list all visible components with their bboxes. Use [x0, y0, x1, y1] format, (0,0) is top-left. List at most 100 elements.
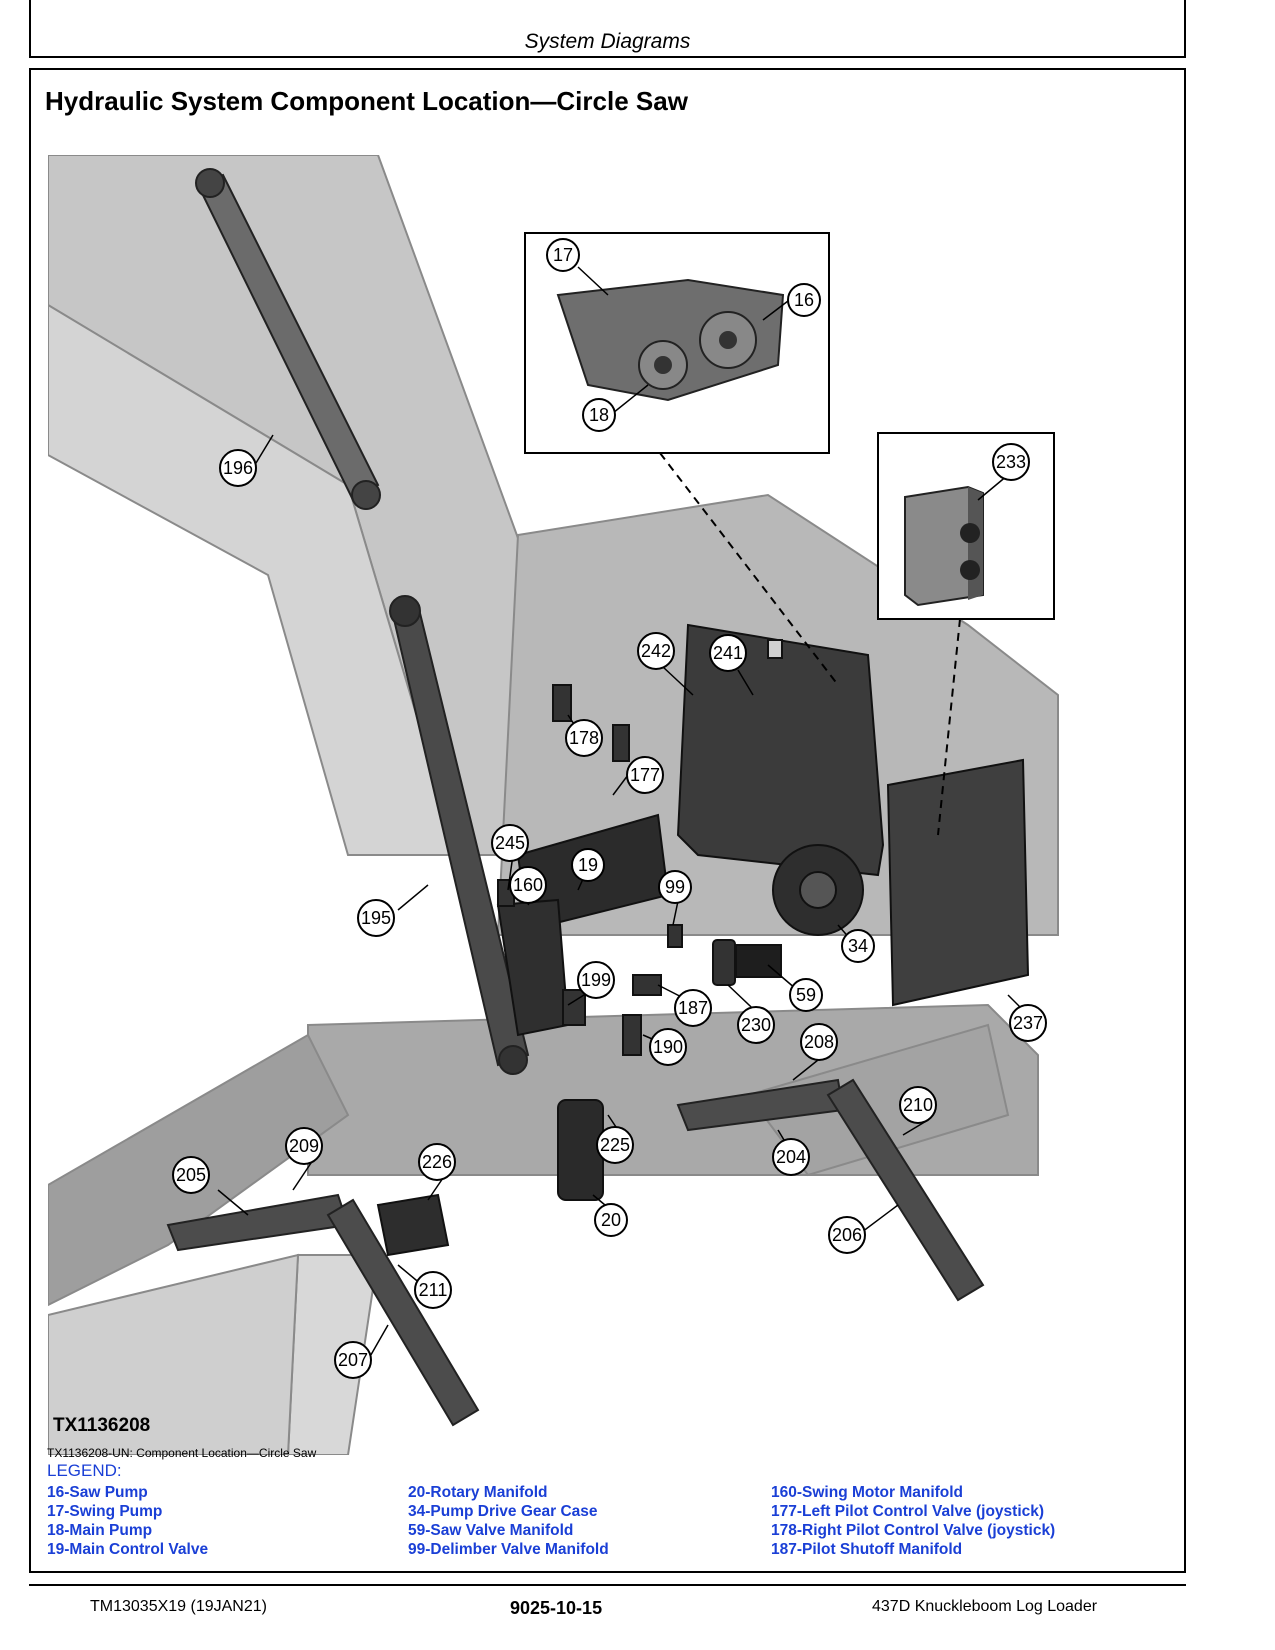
bracket-226 [376, 1193, 450, 1257]
callout-210: 210 [899, 1086, 937, 1124]
svg-text:199: 199 [581, 970, 611, 990]
legend-item: 20-Rotary Manifold [408, 1484, 548, 1501]
inset-pumps [524, 232, 839, 686]
cylinders [166, 168, 985, 1427]
callout-16: 16 [787, 283, 821, 317]
callout-205: 205 [172, 1156, 210, 1194]
legend-item: 19-Main Control Valve [47, 1541, 209, 1558]
callout-196: 196 [219, 449, 257, 487]
svg-text:230: 230 [741, 1015, 771, 1035]
callout-99: 99 [658, 870, 692, 904]
callout-225: 225 [596, 1126, 634, 1164]
svg-text:204: 204 [776, 1147, 806, 1167]
filter-230 [712, 939, 736, 986]
legend-item: 59-Saw Valve Manifold [408, 1522, 574, 1539]
legend-item: 17-Swing Pump [47, 1503, 163, 1520]
legend-item: 34-Pump Drive Gear Case [408, 1503, 598, 1520]
svg-text:17: 17 [553, 245, 573, 265]
content-frame: Hydraulic System Component Location—Circ… [29, 68, 1186, 1573]
saw-valve-manifold-59 [735, 944, 782, 978]
callout-178: 178 [565, 719, 603, 757]
callout-204: 204 [772, 1138, 810, 1176]
callout-59: 59 [789, 978, 823, 1012]
callout-242: 242 [637, 632, 675, 670]
callout-20: 20 [594, 1203, 628, 1237]
svg-text:207: 207 [338, 1350, 368, 1370]
callout-241: 241 [709, 634, 747, 672]
legend-item: 16-Saw Pump [47, 1484, 148, 1501]
callout-190: 190 [649, 1028, 687, 1066]
callout-34: 34 [841, 929, 875, 963]
footer-machine: 437D Knuckleboom Log Loader [872, 1598, 1098, 1615]
svg-text:18: 18 [589, 405, 609, 425]
callout-199: 199 [577, 961, 615, 999]
svg-text:99: 99 [665, 877, 685, 897]
svg-text:59: 59 [796, 985, 816, 1005]
svg-text:195: 195 [361, 908, 391, 928]
svg-text:190: 190 [653, 1037, 683, 1057]
svg-text:187: 187 [678, 998, 708, 1018]
svg-text:245: 245 [495, 833, 525, 853]
svg-text:20: 20 [601, 1210, 621, 1230]
callout-237: 237 [1009, 1004, 1047, 1042]
svg-text:160: 160 [513, 875, 543, 895]
callout-245: 245 [491, 824, 529, 862]
hydraulic-tank-242 [676, 623, 885, 877]
callout-233: 233 [992, 443, 1030, 481]
section-title: System Diagrams [524, 30, 691, 53]
svg-text:226: 226 [422, 1152, 452, 1172]
callout-207: 207 [334, 1341, 372, 1379]
callout-18: 18 [582, 398, 616, 432]
svg-text:209: 209 [289, 1136, 319, 1156]
callout-195: 195 [357, 899, 395, 937]
legend-item: 99-Delimber Valve Manifold [408, 1541, 609, 1558]
page-header: System Diagrams [29, 0, 1186, 58]
figure-id: TX1136208 [53, 1415, 151, 1436]
components [376, 623, 1030, 1257]
svg-text:225: 225 [600, 1135, 630, 1155]
svg-text:241: 241 [713, 643, 743, 663]
callout-211: 211 [414, 1271, 452, 1309]
callout-177: 177 [626, 756, 664, 794]
svg-text:211: 211 [419, 1280, 448, 1300]
callout-208: 208 [800, 1023, 838, 1061]
legend-column-3: 160-Swing Motor Manifold 177-Left Pilot … [771, 1483, 1055, 1559]
svg-text:178: 178 [569, 728, 599, 748]
svg-text:205: 205 [176, 1165, 206, 1185]
callout-19: 19 [571, 848, 605, 882]
cooler-237 [886, 758, 1030, 1007]
callout-206: 206 [828, 1216, 866, 1254]
footer-page-number: 9025-10-15 [510, 1598, 603, 1618]
svg-text:19: 19 [578, 855, 598, 875]
callouts: 17 16 18 233 196 242 241 178 177 245 19 … [172, 238, 1047, 1379]
legend-item: 178-Right Pilot Control Valve (joystick) [771, 1522, 1056, 1539]
svg-text:206: 206 [832, 1225, 862, 1245]
callout-209: 209 [285, 1127, 323, 1165]
legend-column-1: 16-Saw Pump 17-Swing Pump 18-Main Pump 1… [47, 1483, 208, 1559]
legend-heading: LEGEND: [47, 1461, 122, 1480]
legend-item: 187-Pilot Shutoff Manifold [771, 1541, 963, 1558]
legend-column-2: 20-Rotary Manifold 34-Pump Drive Gear Ca… [408, 1483, 609, 1559]
legend-item: 160-Swing Motor Manifold [771, 1484, 964, 1501]
legend-item: 18-Main Pump [47, 1522, 153, 1539]
component-location-figure: 17 16 18 233 196 242 241 178 177 245 19 … [48, 155, 1059, 1455]
page-title: Hydraulic System Component Location—Circ… [45, 86, 688, 116]
svg-text:177: 177 [630, 765, 660, 785]
callout-17: 17 [546, 238, 580, 272]
svg-text:210: 210 [903, 1095, 933, 1115]
svg-text:237: 237 [1013, 1013, 1043, 1033]
svg-text:196: 196 [223, 458, 253, 478]
figure-caption: TX1136208-UN: Component Location—Circle … [47, 1446, 317, 1460]
callout-160: 160 [509, 866, 547, 904]
svg-text:208: 208 [804, 1032, 834, 1052]
svg-text:242: 242 [641, 641, 671, 661]
svg-text:34: 34 [848, 936, 868, 956]
callout-230: 230 [737, 1006, 775, 1044]
legend-item: 177-Left Pilot Control Valve (joystick) [771, 1503, 1045, 1520]
footer-doc-id: TM13035X19 (19JAN21) [90, 1598, 267, 1615]
svg-text:233: 233 [996, 452, 1026, 472]
rotary-manifold-20 [557, 1099, 604, 1201]
callout-187: 187 [674, 989, 712, 1027]
callout-226: 226 [418, 1143, 456, 1181]
svg-text:16: 16 [794, 290, 814, 310]
